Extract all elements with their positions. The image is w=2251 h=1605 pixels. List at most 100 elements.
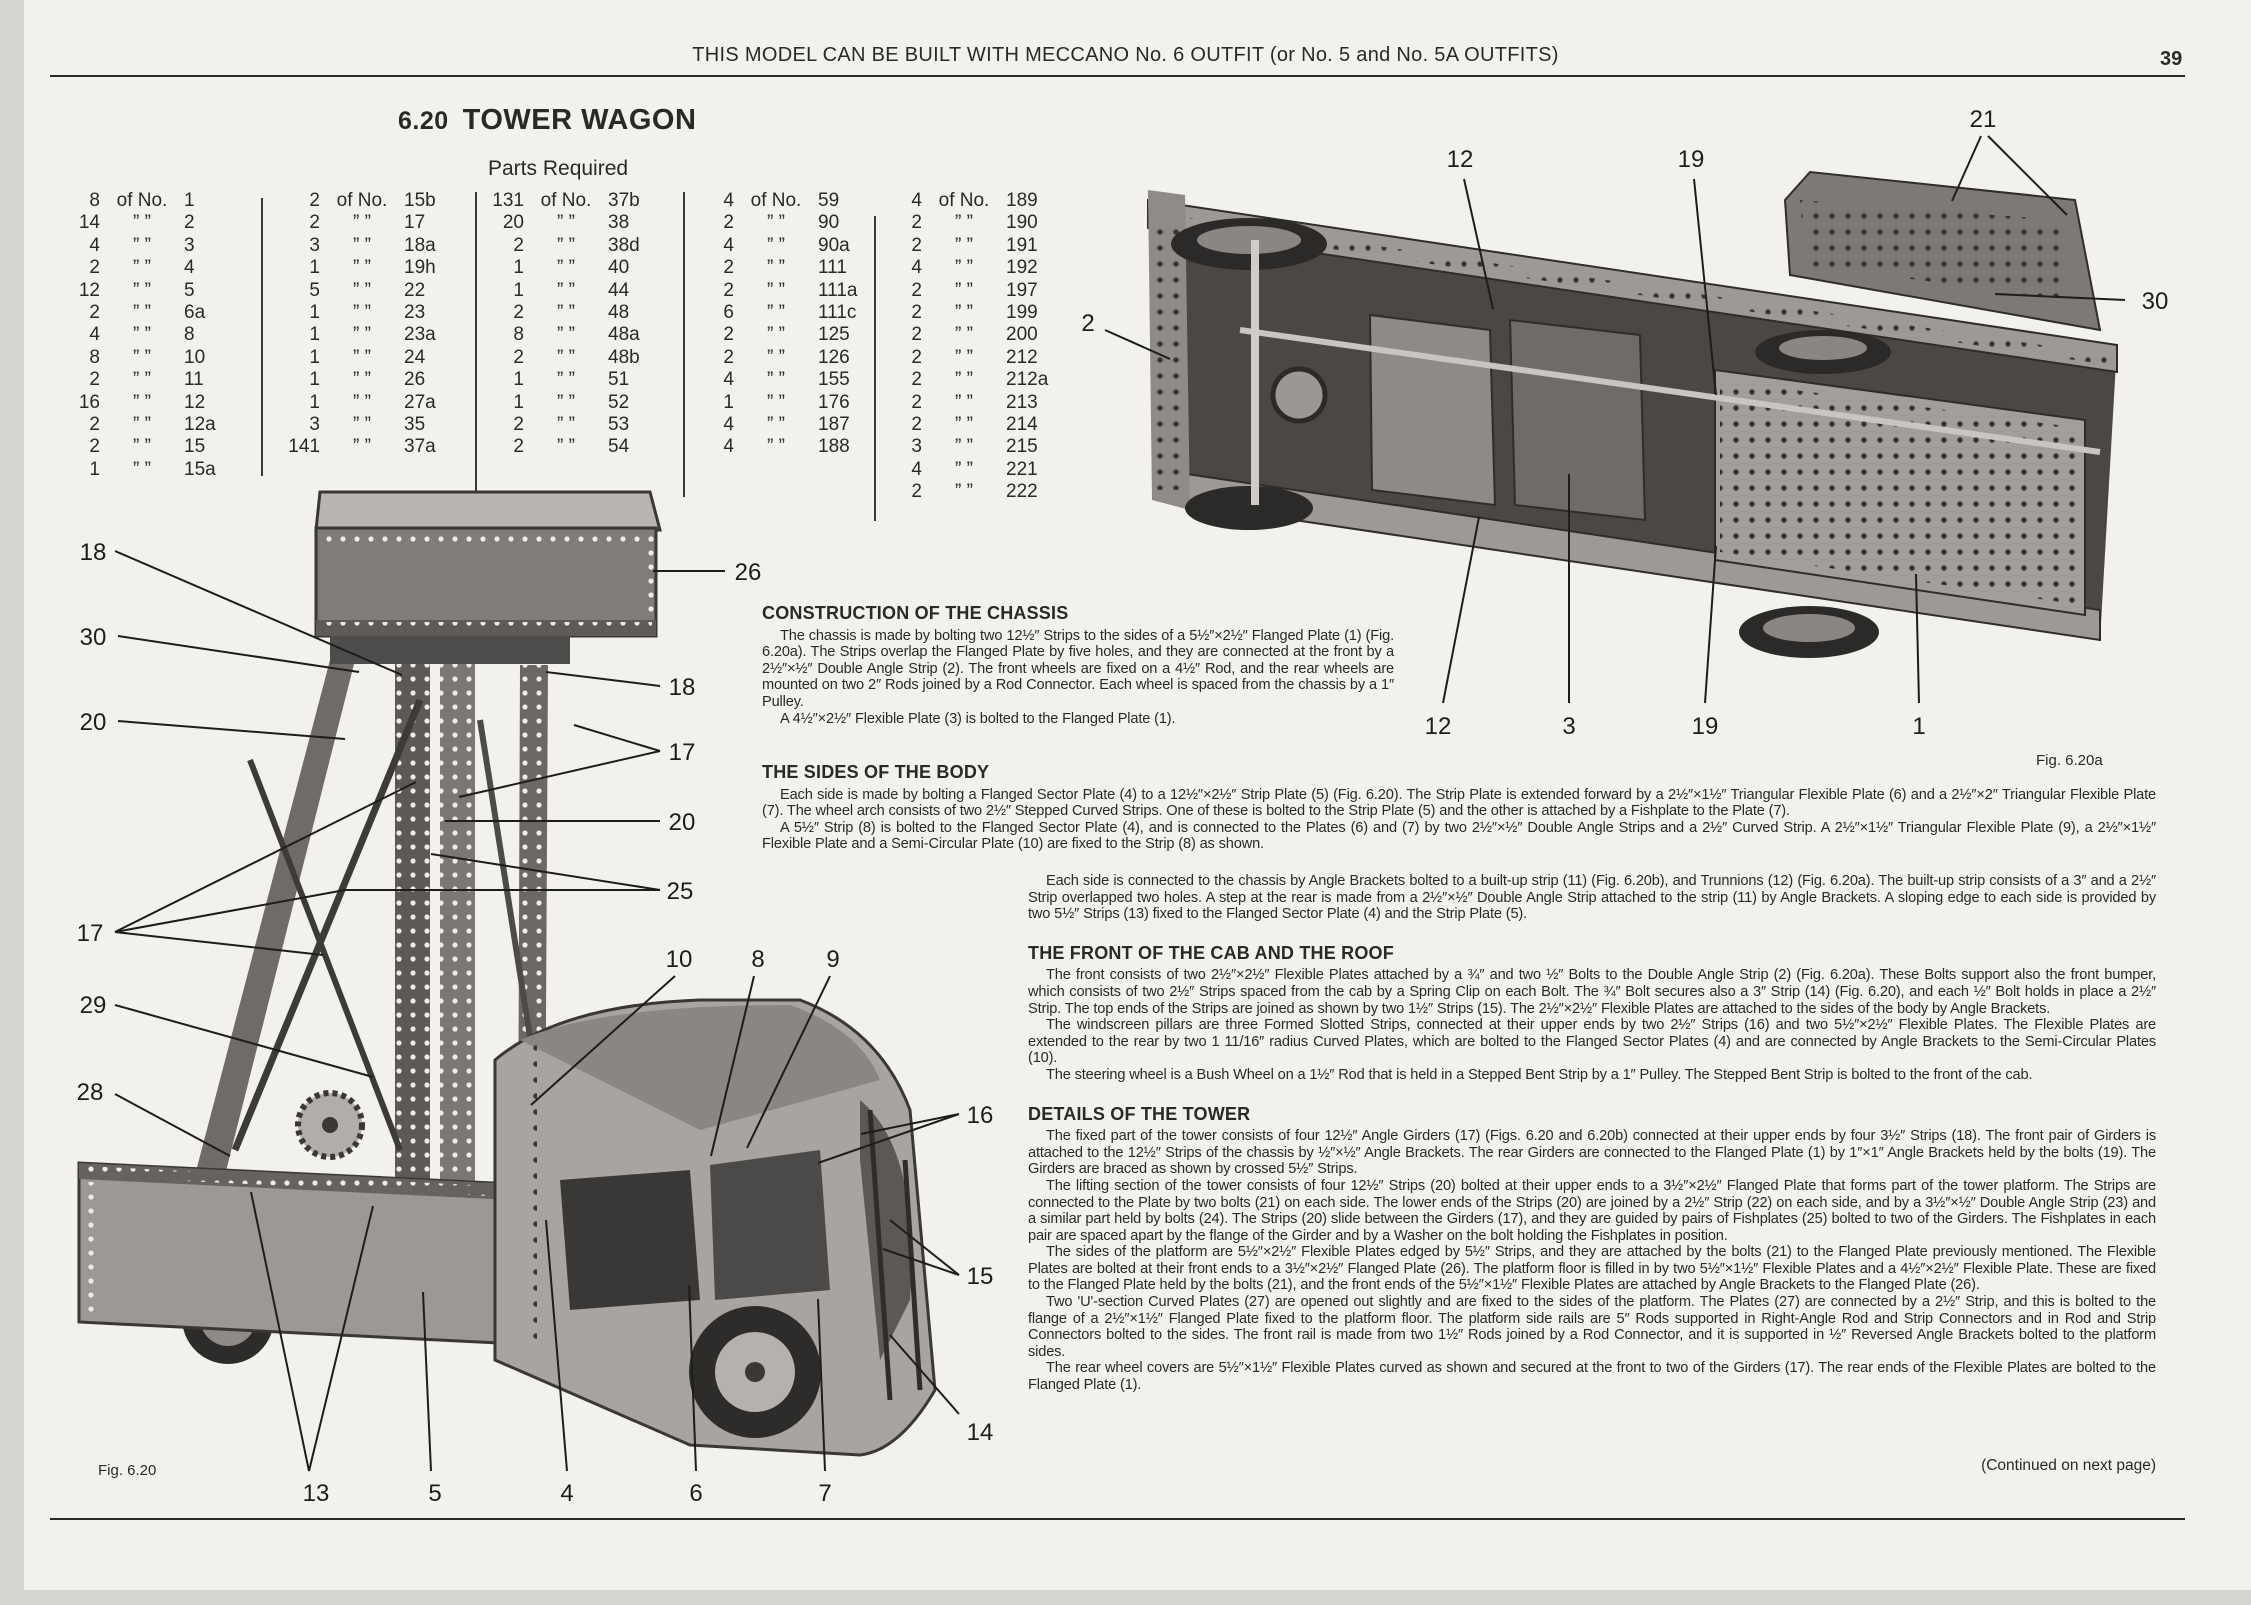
- part-quantity: 1: [513, 391, 524, 413]
- parts-row: 1” ”27a: [280, 391, 435, 414]
- part-quantity: 14: [78, 212, 100, 234]
- part-number: 52: [608, 391, 630, 413]
- part-separator: ” ”: [353, 391, 371, 413]
- part-separator: ” ”: [353, 279, 371, 301]
- parts-row: 2” ”38d: [484, 234, 640, 257]
- part-quantity: 4: [911, 190, 922, 211]
- callout: 18: [669, 674, 696, 701]
- part-quantity: 2: [723, 279, 734, 301]
- fig-6-20-caption: Fig. 6.20: [98, 1462, 157, 1479]
- part-separator: of No.: [540, 190, 592, 211]
- parts-row: 2” ”53: [484, 414, 640, 436]
- running-head: THIS MODEL CAN BE BUILT WITH MECCANO No.…: [692, 44, 1559, 66]
- part-quantity: 2: [911, 324, 922, 346]
- callout: 12: [1425, 713, 1452, 740]
- parts-row: 20” ”38: [484, 212, 640, 234]
- part-number: 1: [184, 190, 195, 211]
- part-separator: ” ”: [955, 346, 973, 368]
- part-quantity: 4: [723, 414, 734, 436]
- part-number: 155: [818, 369, 850, 391]
- parts-row: 1” ”44: [484, 280, 640, 302]
- part-number: 6a: [184, 302, 206, 324]
- part-quantity: 2: [89, 369, 100, 391]
- part-quantity: 4: [723, 190, 734, 211]
- callout: 17: [77, 920, 104, 947]
- part-quantity: 2: [911, 346, 922, 368]
- parts-row: 1” ”51: [484, 369, 640, 391]
- part-number: 190: [1006, 212, 1038, 234]
- part-separator: ” ”: [955, 212, 973, 234]
- bottom-rule: [50, 1518, 2185, 1520]
- part-number: 48b: [608, 346, 640, 368]
- part-number: 18a: [404, 234, 436, 256]
- fig-6-20-callouts: 18 30 20 17 29 28 26 18 17 20 25 10 8 9 …: [77, 539, 994, 1507]
- part-number: 12a: [184, 414, 216, 436]
- callout: 20: [80, 709, 107, 736]
- callout: 1: [1912, 713, 1925, 740]
- part-number: 111a: [818, 279, 858, 301]
- part-separator: ” ”: [767, 346, 785, 368]
- paragraph: The fixed part of the tower consists of …: [1028, 1128, 2156, 1178]
- parts-row: 1” ”23: [280, 302, 436, 324]
- part-number: 26: [404, 369, 426, 391]
- parts-row: 2” ”199: [882, 302, 1048, 324]
- part-number: 213: [1006, 391, 1038, 413]
- parts-row: 2” ”11: [60, 369, 216, 391]
- column-divider: [261, 198, 263, 476]
- part-quantity: 4: [89, 234, 100, 256]
- part-number: 23: [404, 302, 426, 324]
- column-divider: [874, 216, 876, 521]
- parts-row: 2” ”15: [60, 436, 216, 458]
- part-number: 200: [1006, 324, 1038, 346]
- parts-row: 2” ”12a: [60, 414, 216, 436]
- part-separator: ” ”: [955, 369, 973, 391]
- part-number: 38d: [608, 234, 640, 256]
- parts-heading: Parts Required: [488, 157, 629, 180]
- part-number: 40: [608, 257, 630, 279]
- part-quantity: 2: [89, 436, 100, 458]
- parts-row: 2” ”90: [694, 212, 857, 234]
- part-separator: ” ”: [955, 257, 973, 279]
- part-quantity: 1: [89, 458, 100, 480]
- column-divider: [683, 192, 685, 497]
- part-quantity: 1: [513, 369, 524, 391]
- model-number: 6.20: [398, 107, 449, 135]
- part-separator: ” ”: [557, 436, 575, 458]
- part-separator: ” ”: [767, 279, 785, 301]
- part-separator: ” ”: [557, 234, 575, 256]
- part-number: 11: [184, 369, 204, 391]
- callout: 12: [1447, 146, 1474, 173]
- part-separator: ” ”: [955, 302, 973, 324]
- parts-row: 4” ”187: [694, 414, 857, 436]
- part-number: 199: [1006, 302, 1038, 324]
- part-quantity: 2: [309, 212, 320, 234]
- callout: 30: [2142, 288, 2169, 315]
- part-separator: of No.: [336, 190, 388, 211]
- part-number: 48: [608, 302, 630, 324]
- part-number: 197: [1006, 279, 1038, 301]
- callout: 20: [669, 809, 696, 836]
- part-quantity: 3: [309, 234, 320, 256]
- paragraph: The lifting section of the tower consist…: [1028, 1177, 2156, 1244]
- part-quantity: 12: [78, 279, 100, 301]
- flexible-plate-3: [1368, 313, 1497, 507]
- part-number: 15b: [404, 190, 436, 211]
- part-number: 4: [184, 257, 195, 279]
- paragraph: Two 'U'-section Curved Plates (27) are o…: [1028, 1294, 2156, 1360]
- part-separator: ” ”: [133, 458, 151, 480]
- parts-row: 2” ”6a: [60, 302, 216, 324]
- part-number: 111: [818, 257, 847, 279]
- part-separator: ” ”: [557, 302, 575, 324]
- part-number: 212a: [1006, 369, 1049, 391]
- part-quantity: 2: [723, 257, 734, 279]
- part-quantity: 2: [723, 346, 734, 368]
- callout: 8: [751, 946, 764, 973]
- part-quantity: 1: [513, 279, 524, 301]
- part-quantity: 2: [723, 212, 734, 234]
- callout: 2: [1081, 310, 1094, 337]
- parts-row: 141” ”37a: [280, 436, 435, 458]
